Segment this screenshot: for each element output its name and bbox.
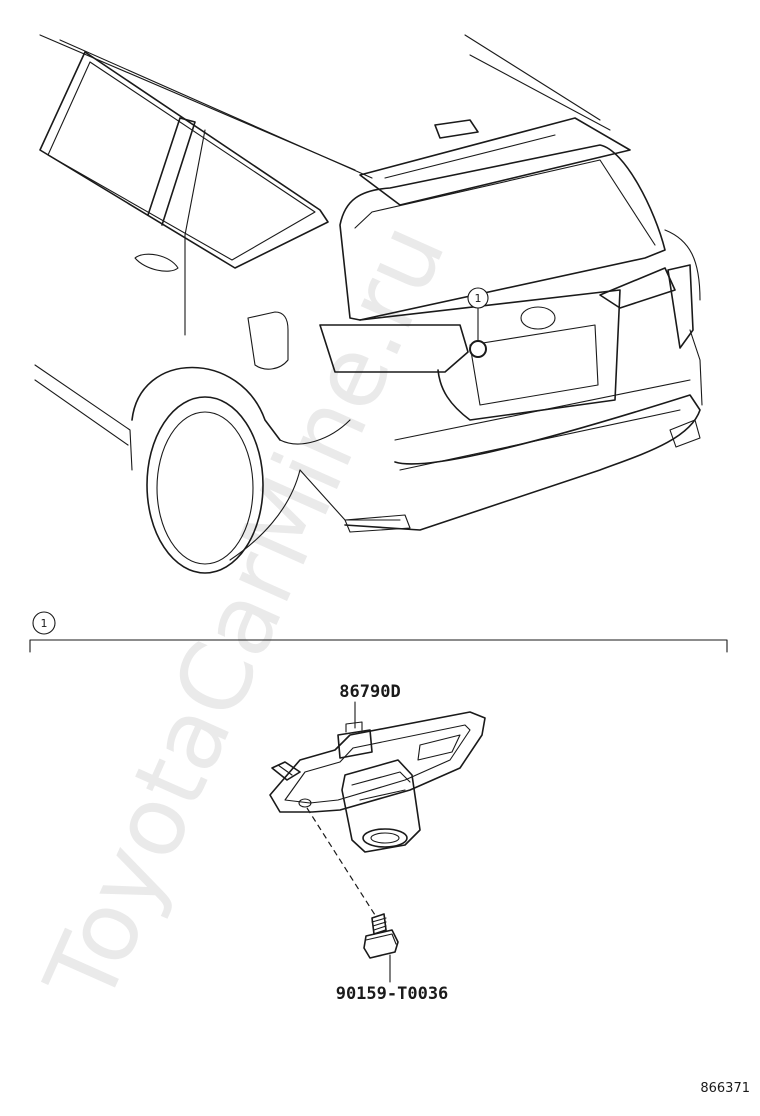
section-callout-circle[interactable]: [32, 611, 56, 635]
section-callout-number: 1: [41, 617, 48, 630]
part-label-camera[interactable]: 86790D: [339, 682, 400, 702]
watermark-text: ToyotaCarMine.ru: [23, 208, 467, 1021]
section-bracket: [29, 639, 728, 653]
callout-section: 1: [29, 611, 728, 653]
vehicle-callout-number: 1: [475, 292, 482, 305]
vehicle-callout-circle[interactable]: [467, 287, 489, 309]
diagram-id: 866371: [700, 1081, 750, 1096]
screw[interactable]: [363, 913, 399, 959]
camera-assembly[interactable]: [269, 711, 486, 853]
part-label-screw[interactable]: 90159-T0036: [336, 984, 449, 1004]
vehicle-illustration: 1: [34, 34, 703, 574]
